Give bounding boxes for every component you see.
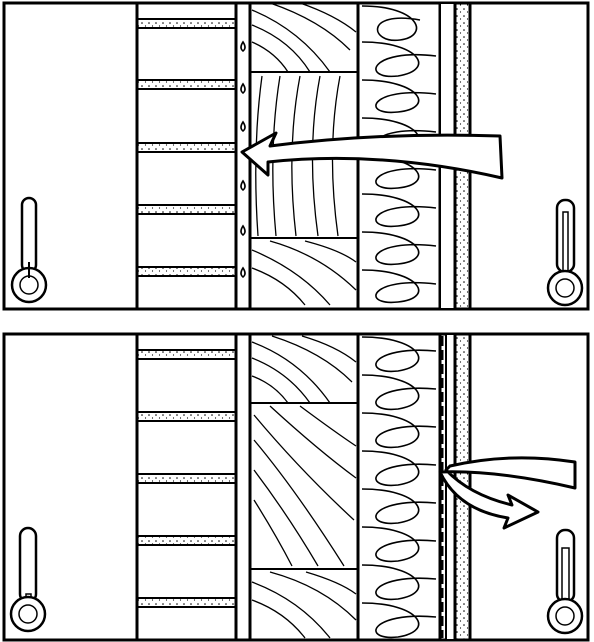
panel-bottom-frame xyxy=(2,332,590,642)
insulation xyxy=(356,332,442,642)
brick-wall xyxy=(135,332,238,642)
brick-wall xyxy=(135,1,238,311)
curved-arrow-icon xyxy=(240,131,504,180)
water-drop-icon xyxy=(240,40,246,279)
panel-bottom xyxy=(2,332,590,642)
thermometer-icon xyxy=(9,526,47,633)
thermometer-icon xyxy=(10,196,48,304)
panel-top xyxy=(2,1,590,311)
curved-arrow-icon xyxy=(438,456,577,530)
thermometer-icon xyxy=(546,528,584,635)
thermometer-icon xyxy=(546,198,584,307)
